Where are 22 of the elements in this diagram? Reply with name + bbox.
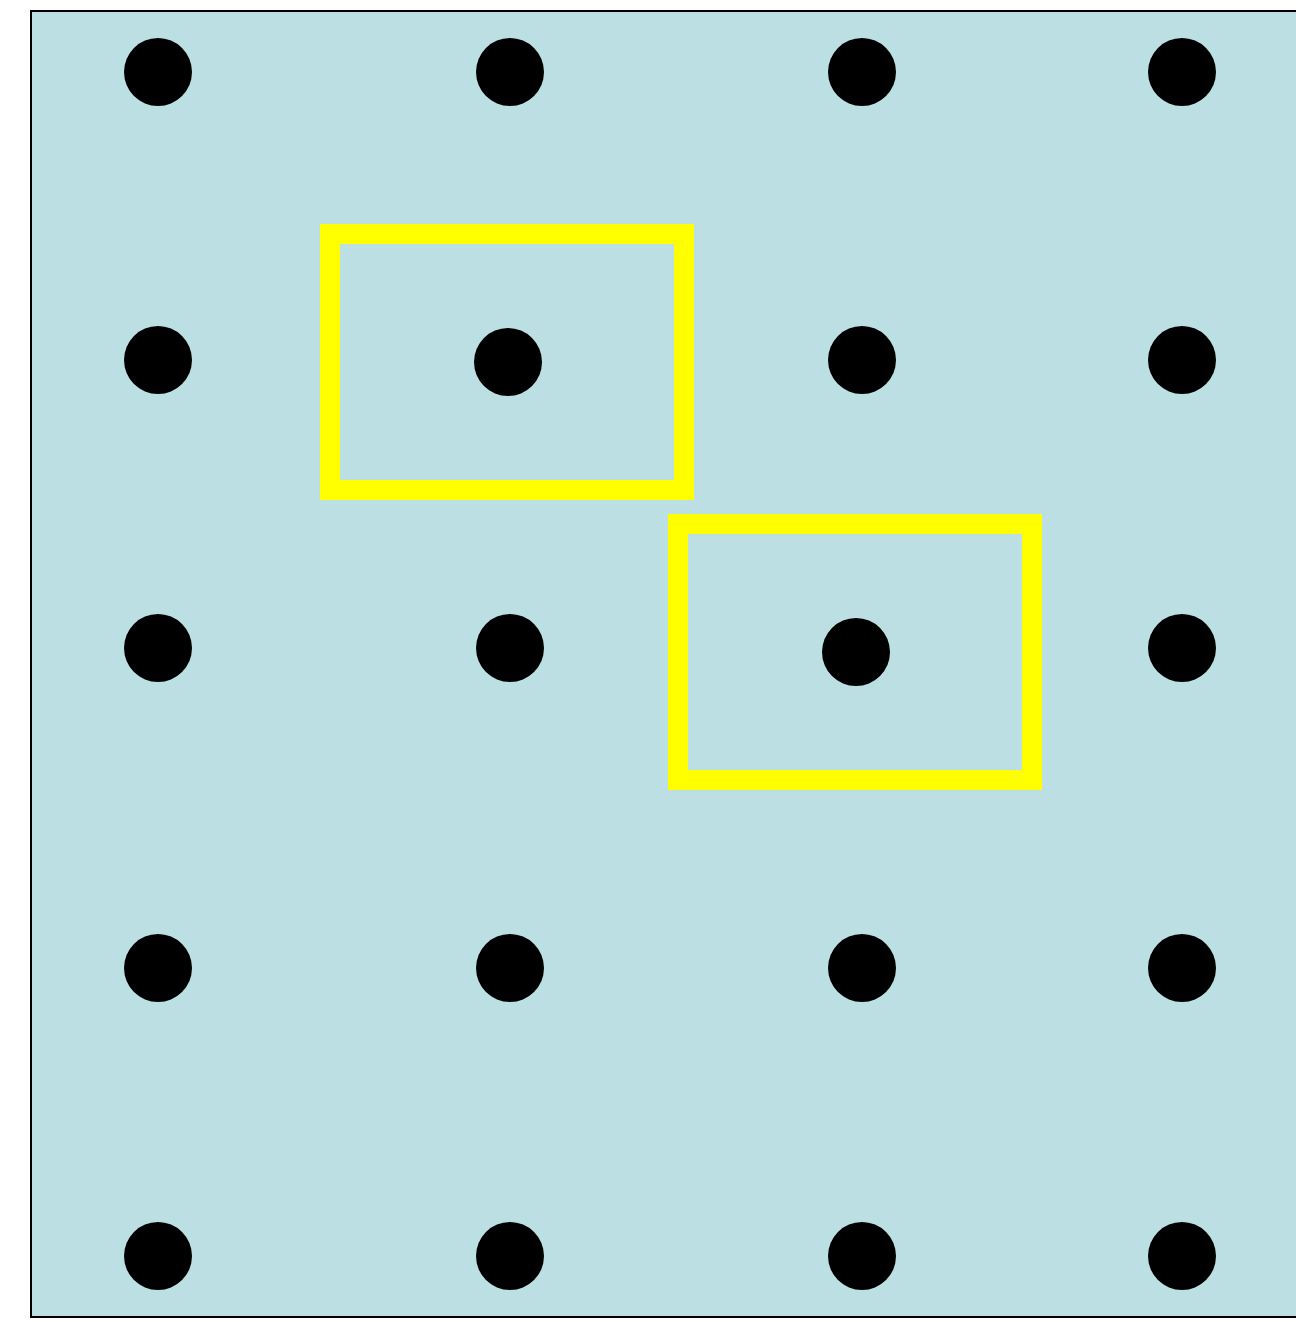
dot xyxy=(828,934,896,1002)
dot xyxy=(124,934,192,1002)
dot xyxy=(476,38,544,106)
dot xyxy=(476,934,544,1002)
highlight-frame xyxy=(320,224,694,500)
dot xyxy=(1148,326,1216,394)
dot xyxy=(476,614,544,682)
dot xyxy=(476,1222,544,1290)
dot xyxy=(1148,38,1216,106)
dot xyxy=(124,38,192,106)
dot xyxy=(124,326,192,394)
dot xyxy=(124,1222,192,1290)
dot xyxy=(821,618,889,686)
dot xyxy=(828,1222,896,1290)
dot xyxy=(473,328,541,396)
dot xyxy=(828,38,896,106)
dot xyxy=(1148,614,1216,682)
dot xyxy=(828,326,896,394)
dot xyxy=(124,614,192,682)
dot xyxy=(1148,1222,1216,1290)
highlight-frame xyxy=(668,514,1042,790)
dot xyxy=(1148,934,1216,1002)
